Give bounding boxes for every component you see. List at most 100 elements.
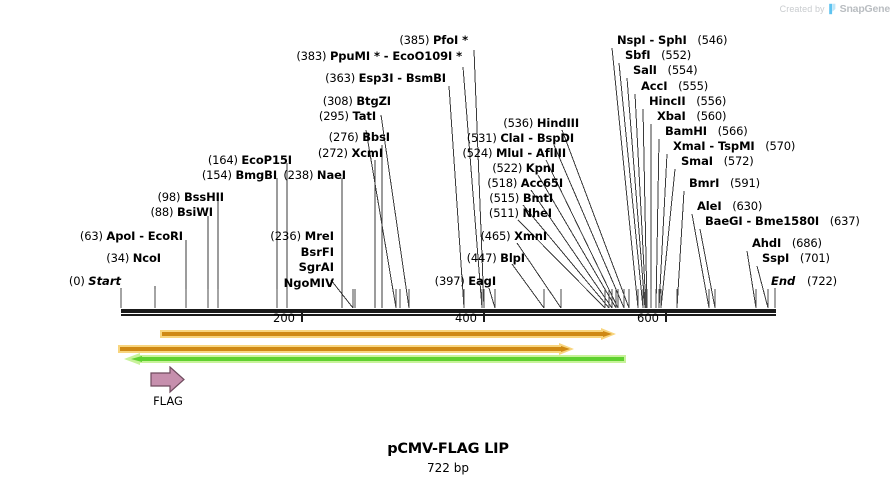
- site-label-522[interactable]: (522) KpnI: [492, 162, 555, 175]
- site-position-308: (308): [322, 94, 353, 108]
- ruler-tick-600: 600: [637, 311, 659, 325]
- site-label-236-group[interactable]: (236) MreI BsrFI SgrAI NgoMIV: [270, 229, 334, 291]
- site-label-154[interactable]: (154) BmgBI: [202, 169, 277, 182]
- site-name-566: BamHI: [665, 124, 707, 138]
- site-name-522: KpnI: [525, 161, 555, 175]
- site-label-88[interactable]: (88) BsiWI: [151, 206, 214, 219]
- site-name-98: BssHII: [183, 190, 224, 204]
- site-label-end[interactable]: End (722): [771, 275, 837, 288]
- site-name-572: SmaI: [681, 154, 713, 168]
- site-position-555: (555): [678, 79, 709, 93]
- site-name-637: BaeGI - Bme1580I: [705, 214, 820, 228]
- watermark-prefix: Created by: [779, 4, 825, 14]
- site-label-591[interactable]: BmrI (591): [689, 177, 760, 190]
- feature-flag-tag[interactable]: [150, 366, 186, 394]
- site-label-363[interactable]: (363) Esp3I - BsmBI: [325, 72, 446, 85]
- site-label-701[interactable]: SspI (701): [762, 252, 830, 265]
- site-name-164: EcoP15I: [241, 153, 292, 167]
- site-label-524[interactable]: (524) MluI - AflIII: [462, 147, 566, 160]
- site-label-518[interactable]: (518) Acc65I: [487, 177, 563, 190]
- site-label-572[interactable]: SmaI (572): [681, 155, 754, 168]
- site-name-511: NheI: [522, 206, 553, 220]
- site-position-552: (552): [661, 48, 691, 62]
- site-position-397: (397): [434, 274, 465, 288]
- snapgene-logo-icon: [828, 3, 836, 15]
- site-label-552[interactable]: SbfI (552): [625, 49, 691, 62]
- feature-track-2[interactable]: [118, 343, 578, 355]
- site-position-531: (531): [466, 131, 497, 145]
- site-label-385[interactable]: (385) PfoI *: [399, 34, 468, 47]
- site-position-572: (572): [723, 154, 754, 168]
- site-name-mrei: MreI: [304, 229, 334, 243]
- site-label-546[interactable]: NspI - SphI (546): [617, 34, 727, 47]
- site-label-566[interactable]: BamHI (566): [665, 125, 748, 138]
- site-position-276: (276): [328, 130, 359, 144]
- site-label-555[interactable]: AccI (555): [641, 80, 708, 93]
- site-name-308: BtgZI: [356, 94, 391, 108]
- site-position-447: (447): [466, 251, 497, 265]
- site-label-511[interactable]: (511) NheI: [489, 207, 552, 220]
- feature-track-3[interactable]: [122, 353, 626, 365]
- site-label-276[interactable]: (276) BbsI: [329, 131, 390, 144]
- site-label-556[interactable]: HincII (556): [649, 95, 726, 108]
- site-position-637: (637): [829, 214, 860, 228]
- site-name-701: SspI: [762, 251, 790, 265]
- ruler-tick-600-label: 600: [637, 311, 659, 325]
- site-label-531[interactable]: (531) ClaI - BspDI: [467, 132, 574, 145]
- site-position-560: (560): [696, 109, 727, 123]
- site-label-686[interactable]: AhdI (686): [752, 237, 822, 250]
- site-label-570[interactable]: XmaI - TspMI (570): [673, 140, 795, 153]
- site-position-515: (515): [489, 191, 520, 205]
- site-label-start[interactable]: (0) Start: [69, 275, 121, 288]
- site-label-383[interactable]: (383) PpuMI * - EcoO109I *: [296, 50, 462, 63]
- ruler-tick-400: 400: [455, 311, 477, 325]
- site-label-554[interactable]: SalI (554): [633, 64, 698, 77]
- site-label-164[interactable]: (164) EcoP15I: [208, 154, 292, 167]
- site-name-536: HindIII: [536, 116, 579, 130]
- site-position-556: (556): [696, 94, 727, 108]
- site-label-272[interactable]: (272) XcmI: [318, 147, 383, 160]
- site-name-447: BlpI: [500, 251, 525, 265]
- site-name-276: BbsI: [362, 130, 390, 144]
- site-name-ngomiv: NgoMIV: [283, 275, 334, 290]
- site-label-465[interactable]: (465) XmnI: [480, 230, 547, 243]
- site-label-397[interactable]: (397) EagI: [435, 275, 496, 288]
- site-label-560[interactable]: XbaI (560): [657, 109, 727, 123]
- site-position-63: (63): [79, 229, 103, 243]
- site-label-34[interactable]: (34) NcoI: [106, 252, 161, 265]
- site-label-98[interactable]: (98) BssHII: [157, 191, 224, 204]
- site-name-295: TatI: [352, 109, 377, 123]
- site-position-518: (518): [487, 176, 518, 190]
- site-label-637[interactable]: BaeGI - Bme1580I (637): [705, 215, 860, 228]
- site-position-383: (383): [296, 49, 327, 63]
- site-name-518: Acc65I: [520, 176, 563, 190]
- site-position-34: (34): [106, 251, 130, 265]
- site-label-308[interactable]: (308) BtgZI: [323, 95, 391, 108]
- site-position-566: (566): [717, 124, 748, 138]
- ruler-tick-200: 200: [273, 311, 295, 325]
- feature-track-1[interactable]: [160, 328, 620, 340]
- site-name-bsrfi: BsrFI: [300, 244, 334, 259]
- site-name-238: NaeI: [316, 168, 346, 182]
- site-position-238: (238): [283, 168, 314, 182]
- site-label-630[interactable]: AleI (630): [697, 200, 762, 213]
- site-position-88: (88): [150, 205, 174, 219]
- page-title: pCMV-FLAG LIP: [387, 441, 509, 457]
- site-label-447[interactable]: (447) BlpI: [466, 251, 526, 265]
- start-position: (0): [68, 274, 85, 288]
- site-position-630: (630): [732, 199, 763, 213]
- site-label-238[interactable]: (238) NaeI: [283, 169, 346, 182]
- site-label-515[interactable]: (515) BmtI: [489, 192, 553, 205]
- map-title-block: pCMV-FLAG LIP 722 bp: [0, 441, 896, 475]
- snapgene-watermark: Created by SnapGene: [779, 3, 891, 15]
- plasmid-backbone[interactable]: [121, 309, 776, 313]
- site-name-591: BmrI: [689, 176, 720, 190]
- site-position-701: (701): [799, 251, 830, 265]
- end-label: End: [771, 274, 796, 288]
- start-label: Start: [88, 274, 121, 288]
- site-label-63[interactable]: (63) ApoI - EcoRI: [80, 230, 183, 243]
- watermark-brand: SnapGene: [839, 3, 891, 15]
- feature-flag-label-text: FLAG: [153, 394, 183, 408]
- site-label-536[interactable]: (536) HindIII: [503, 117, 579, 130]
- site-label-295[interactable]: (295) TatI: [319, 110, 376, 123]
